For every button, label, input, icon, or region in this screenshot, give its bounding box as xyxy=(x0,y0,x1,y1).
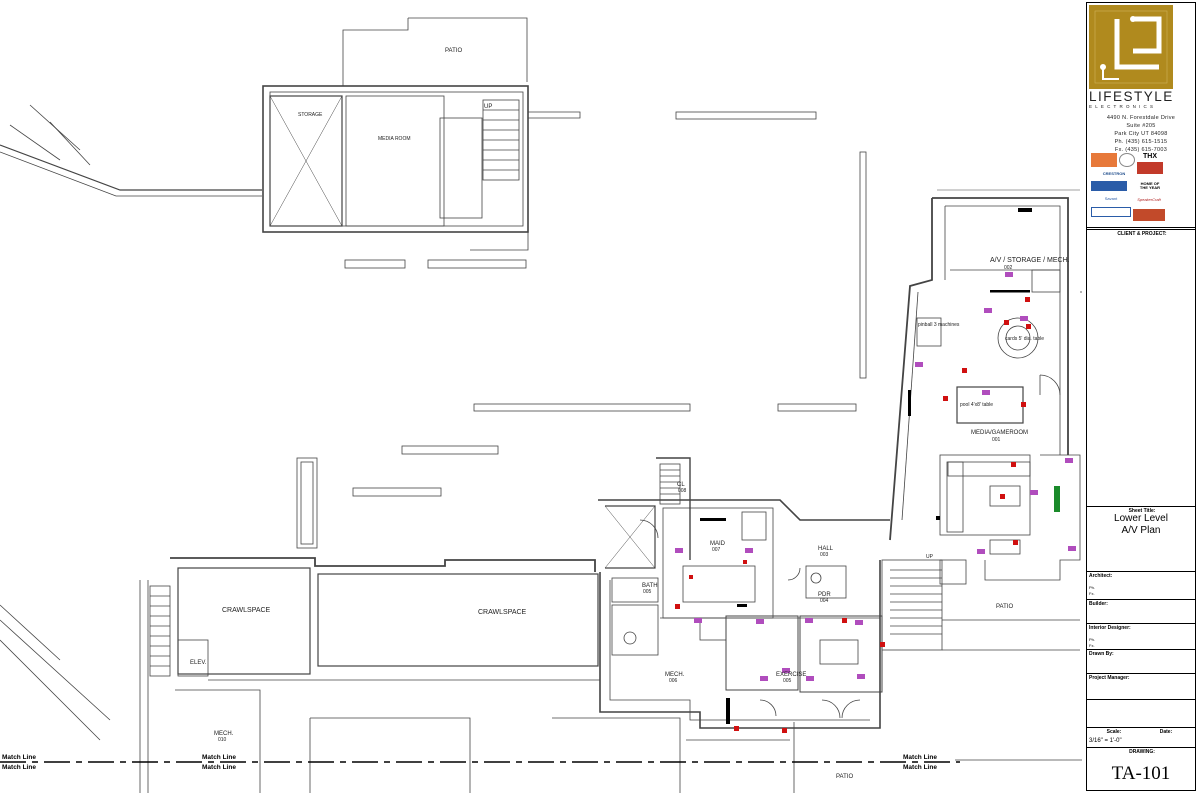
room-label-maid: MAID xyxy=(710,541,726,547)
room-label-cl: CL xyxy=(677,482,685,488)
room-number-media-gameroom: 001 xyxy=(992,437,1001,443)
label-pool-table: pool 4'x8' table xyxy=(960,402,993,408)
sheet-title-label: Sheet Title: xyxy=(1128,508,1156,514)
architect-section: Architect: xyxy=(1087,571,1195,579)
sheet-title-line: A/V Plan xyxy=(1121,525,1161,536)
drawn-by-label: Drawn By: xyxy=(1089,651,1114,657)
room-label-stair-up: UP xyxy=(484,104,492,110)
room-label-media-room-top: MEDIA ROOM xyxy=(378,136,411,142)
sheet-title-section: Sheet Title: xyxy=(1087,506,1195,514)
room-label-media-gameroom: MEDIA/GAMEROOM xyxy=(971,430,1028,436)
architect-ph: Ph. xyxy=(1089,585,1096,590)
badge-association xyxy=(1091,207,1131,217)
label-pinball: pinball 3 machines xyxy=(918,322,960,328)
room-label-elev: ELEV. xyxy=(190,660,207,666)
interior-designer-label: Interior Designer: xyxy=(1089,625,1131,631)
room-number-bath: 005 xyxy=(643,589,652,595)
room-number-exercise: 005 xyxy=(783,678,792,684)
date-label: Date: xyxy=(1159,729,1173,735)
title-block: LIFESTYLE ELECTRONICS 4490 N. Forestdale… xyxy=(1086,2,1196,791)
match-line-label-left-top: Match Line xyxy=(2,754,36,761)
drawing-number: TA-101 xyxy=(1111,763,1171,784)
room-number-pdr: 004 xyxy=(820,598,829,604)
project-manager-section: Project Manager: xyxy=(1087,673,1195,681)
divider xyxy=(1087,699,1195,700)
room-label-storage-top: STORAGE xyxy=(298,112,323,118)
badge-red-2 xyxy=(1133,209,1165,221)
room-number-mech-left: 010 xyxy=(218,737,227,743)
sheet-title: Lower Level A/V Plan xyxy=(1087,513,1195,537)
room-number-maid: 007 xyxy=(712,547,721,553)
builder-label: Builder: xyxy=(1089,601,1108,607)
floor-plan-drawing: PATIO STORAGE MEDIA ROOM UP A/V / STORAG… xyxy=(0,17,1082,793)
address-line: Ph. (435) 615-1515 xyxy=(1114,139,1168,145)
company-address: 4490 N. Forestdale Drive Suite #205 Park… xyxy=(1087,114,1195,154)
room-label-exercise: EXERCISE xyxy=(776,672,806,678)
address-line: Fx. (435) 615-7003 xyxy=(1114,147,1168,153)
address-line: Park City UT 84098 xyxy=(1114,131,1168,137)
divider xyxy=(1087,227,1195,228)
badge-crestron: CRESTRON xyxy=(1102,171,1126,177)
client-project-section: CLIENT & PROJECT: xyxy=(1087,229,1195,237)
sheet-title-line: Lower Level xyxy=(1114,513,1168,524)
badge-thx: THX xyxy=(1143,153,1157,160)
drawn-by-section: Drawn By: xyxy=(1087,649,1195,657)
room-number-hall: 003 xyxy=(820,552,829,558)
scale-value: 3/16" = 1'-0" xyxy=(1089,738,1122,744)
room-label-crawlspace-left: CRAWLSPACE xyxy=(222,607,271,614)
drawing-section: DRAWING: xyxy=(1087,747,1195,755)
badge-blue xyxy=(1091,181,1127,191)
match-line-label-left-bottom: Match Line xyxy=(2,764,36,771)
badge-orange xyxy=(1091,153,1117,167)
project-manager-label: Project Manager: xyxy=(1089,675,1130,681)
builder-section: Builder: xyxy=(1087,599,1195,607)
designer-ph: Ph. xyxy=(1089,637,1096,642)
client-project-label: CLIENT & PROJECT: xyxy=(1117,231,1167,237)
drawing-label: DRAWING: xyxy=(1129,749,1155,755)
address-line: Suite #205 xyxy=(1126,123,1156,129)
architect-fx: Fx. xyxy=(1089,591,1095,596)
badge-home-of-year: HOME OF THE YEAR xyxy=(1139,180,1161,190)
match-line-label-mid-bottom: Match Line xyxy=(202,764,236,771)
match-line-label-right-top: Match Line xyxy=(903,754,937,761)
badge-savant: Savant xyxy=(1104,195,1118,201)
scale-label: Scale: xyxy=(1106,729,1122,735)
room-number-mech-lower: 006 xyxy=(669,678,678,684)
room-label-crawlspace-mid: CRAWLSPACE xyxy=(478,609,527,616)
badge-red xyxy=(1137,162,1163,174)
room-label-bath: BATH xyxy=(642,583,658,589)
designer-fx: Fx. xyxy=(1089,643,1095,648)
logo-subtitle: ELECTRONICS xyxy=(1089,104,1157,109)
certification-badges: THX CRESTRON HOME OF THE YEAR Savant Spe… xyxy=(1089,153,1193,227)
room-label-pdr: PDR xyxy=(818,592,831,598)
av-devices-red xyxy=(675,297,1031,733)
room-label-mech-lower: MECH. xyxy=(665,672,685,678)
badge-speakercraft: SpeakerCraft xyxy=(1137,196,1161,202)
room-number-av-storage: 002 xyxy=(1004,265,1013,271)
label-up-mid: UP xyxy=(926,554,934,560)
match-line-label-right-bottom: Match Line xyxy=(903,764,937,771)
lifestyle-logo-icon xyxy=(1089,5,1173,89)
av-devices-green xyxy=(1054,486,1060,512)
match-line-label-mid-top: Match Line xyxy=(202,754,236,761)
room-label-mech-left: MECH. xyxy=(214,731,234,737)
address-line: 4490 N. Forestdale Drive xyxy=(1106,115,1176,121)
label-cards-table: cards 5' dia. table xyxy=(1005,336,1044,342)
interior-designer-section: Interior Designer: xyxy=(1087,623,1195,631)
room-label-patio-right: PATIO xyxy=(996,604,1013,610)
room-label-patio-top: PATIO xyxy=(445,48,462,54)
av-devices-magenta xyxy=(675,272,1076,681)
logo-name: LIFESTYLE xyxy=(1089,89,1174,104)
room-label-av-storage: A/V / STORAGE / MECH. xyxy=(990,257,1070,264)
room-number-cl: 008 xyxy=(678,488,687,494)
badge-seal-icon xyxy=(1119,153,1135,167)
av-devices-black xyxy=(700,208,1032,724)
floor-plan: PATIO STORAGE MEDIA ROOM UP A/V / STORAG… xyxy=(0,17,1082,793)
room-label-patio-bottom: PATIO xyxy=(836,774,853,780)
room-label-hall: HALL xyxy=(818,546,834,552)
scale-date-section: Scale: Date: xyxy=(1087,727,1195,735)
architect-label: Architect: xyxy=(1089,573,1113,579)
